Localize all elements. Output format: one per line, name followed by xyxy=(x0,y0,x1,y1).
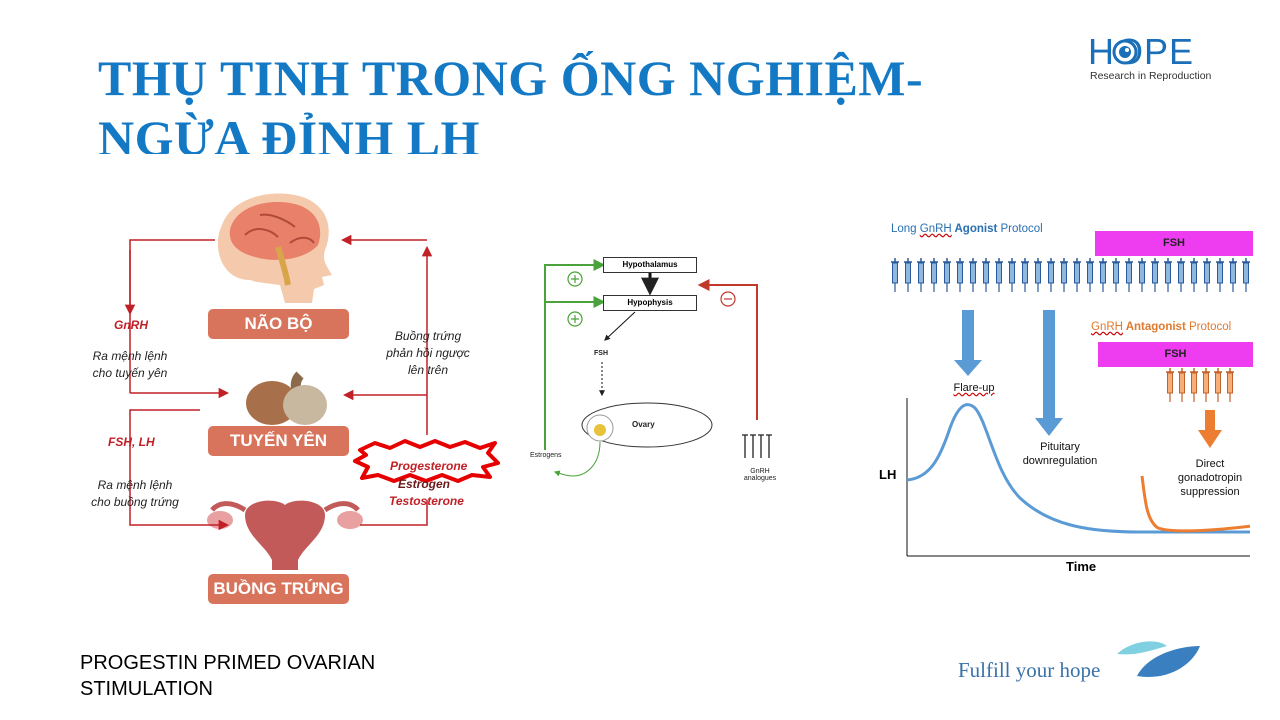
bottom-caption-line-1: PROGESTIN PRIMED OVARIAN xyxy=(80,652,376,674)
downregulation-arrow xyxy=(1035,310,1063,436)
title-line-2: NGỪA ĐỈNH LH xyxy=(98,110,480,154)
proto-pre: Long xyxy=(891,223,920,235)
proto-post: Protocol xyxy=(997,223,1043,235)
hope-logo-tagline: Research in Reproduction xyxy=(1090,70,1212,82)
antagonist-protocol-label: GnRH Antagonist Protocol xyxy=(1091,321,1231,333)
feedback-loop-diagram xyxy=(544,259,772,477)
direct-line-2: gonadotropin xyxy=(1177,472,1243,484)
agonist-syringe-row xyxy=(890,258,1250,293)
ovary-label: BUỒNG TRỨNG xyxy=(208,574,349,604)
cmd-ovary-note: Ra mệnh lệnh cho buồng trứng xyxy=(80,477,190,511)
feedback-line-2: phản hồi ngược xyxy=(386,346,470,360)
leaf-logo-icon xyxy=(1117,641,1200,677)
testosterone-label: Testosterone xyxy=(389,494,464,508)
direct-line-3: suppression xyxy=(1180,486,1240,498)
pituitary-line-2: downregulation xyxy=(1022,455,1098,467)
progesterone-burst xyxy=(353,439,500,483)
arrow-brain-to-gnrh xyxy=(124,239,215,316)
arrow-to-fsh xyxy=(604,311,636,341)
gnrh-analogues-line-2: analogues xyxy=(743,475,777,482)
positive-feedback-line xyxy=(544,259,606,450)
lh-agonist-curve xyxy=(906,403,1250,534)
cmd-pituitary-note: Ra mệnh lệnh cho tuyến yên xyxy=(80,348,180,382)
antag-gnrh: GnRH xyxy=(1091,321,1123,333)
estrogen-label: Estrogen xyxy=(398,477,451,491)
antagonist-syringe-row xyxy=(1165,367,1235,403)
hypophysis-box: Hypophysis xyxy=(603,295,697,311)
head-brain-icon xyxy=(217,193,332,303)
bottom-caption-line-2: STIMULATION xyxy=(80,678,213,700)
feedback-note: Buồng trứng phản hồi ngược lên trên xyxy=(378,328,478,379)
gnrh-label: GnRH xyxy=(114,318,148,332)
bottom-caption: PROGESTIN PRIMED OVARIAN STIMULATION xyxy=(80,650,375,702)
syringe-icons xyxy=(742,434,772,458)
ovary-shape xyxy=(581,402,713,448)
lh-protocol-chart xyxy=(890,258,1250,557)
hope-logo: HOPE xyxy=(1088,31,1204,80)
uterus-icon xyxy=(207,500,363,570)
estrogen-arrow xyxy=(553,441,601,477)
fsh-bar-antagonist: FSH xyxy=(1098,342,1253,367)
negative-feedback-line xyxy=(697,279,758,420)
fsh-lh-label: FSH, LH xyxy=(108,435,155,449)
footer-tagline: Fulfill your hope xyxy=(958,658,1101,682)
feedback-line-3: lên trên xyxy=(407,363,449,377)
hope-logo-text: HOPE xyxy=(1088,32,1194,72)
brain-label: NÃO BỘ xyxy=(208,309,349,339)
cmd-ovary-line-2: cho buồng trứng xyxy=(91,495,179,509)
eye-icon xyxy=(1112,39,1138,65)
pituitary-gland-icon xyxy=(246,371,327,425)
cmd-pituitary-line-1: Ra mệnh lệnh xyxy=(92,349,168,363)
fsh-bar-agonist: FSH xyxy=(1095,231,1253,256)
time-axis-label: Time xyxy=(1066,559,1097,574)
pituitary-label: TUYẾN YÊN xyxy=(208,426,349,456)
slide-title: THỤ TINH TRONG ỐNG NGHIỆM- NGỪA ĐỈNH LH xyxy=(98,48,998,154)
hormone-axis-diagram xyxy=(124,193,500,570)
antag-post: Protocol xyxy=(1185,321,1232,333)
feedback-line-1: Buồng trứng xyxy=(394,329,462,343)
pituitary-line-1: Pituitary xyxy=(1040,441,1080,453)
cmd-pituitary-line-2: cho tuyến yên xyxy=(92,366,168,380)
antag-bold: Antagonist xyxy=(1122,321,1186,333)
suppression-arrow xyxy=(1198,410,1222,448)
direct-suppression-label: Direct gonadotropin suppression xyxy=(1160,457,1260,499)
gnrh-analogues-line-1: GnRH xyxy=(750,468,770,475)
lh-axis-label: LH xyxy=(879,467,897,482)
hypothalamus-box: Hypothalamus xyxy=(603,257,697,273)
hope-logo-mark: HOPE xyxy=(1088,31,1194,72)
cmd-ovary-line-1: Ra mệnh lệnh xyxy=(97,478,173,492)
plus-icon-2 xyxy=(567,311,583,327)
fsh-mid-label: FSH xyxy=(594,350,608,357)
long-agonist-protocol-label: Long GnRH Agonist Protocol xyxy=(891,223,1043,235)
arrow-to-ovary xyxy=(129,409,230,531)
title-line-1: THỤ TINH TRONG ỐNG NGHIỆM- xyxy=(98,50,924,106)
minus-icon xyxy=(720,291,736,307)
gnrh-analogues-label: GnRH analogues xyxy=(740,468,780,482)
flare-up-label: Flare-up xyxy=(953,382,995,394)
pituitary-downregulation-label: Pituitary downregulation xyxy=(1005,440,1115,468)
proto-gnrh: GnRH xyxy=(919,223,952,235)
flare-arrow xyxy=(954,310,982,376)
lh-antagonist-curve xyxy=(1140,475,1250,533)
proto-bold: Agonist xyxy=(951,223,998,235)
plus-icon xyxy=(567,271,583,287)
progesterone-label: Progesterone xyxy=(390,459,468,473)
direct-line-1: Direct xyxy=(1195,458,1225,470)
estrogens-label: Estrogens xyxy=(530,452,562,459)
ovary-mid-label: Ovary xyxy=(632,420,655,429)
line-ovary-up xyxy=(360,500,428,526)
